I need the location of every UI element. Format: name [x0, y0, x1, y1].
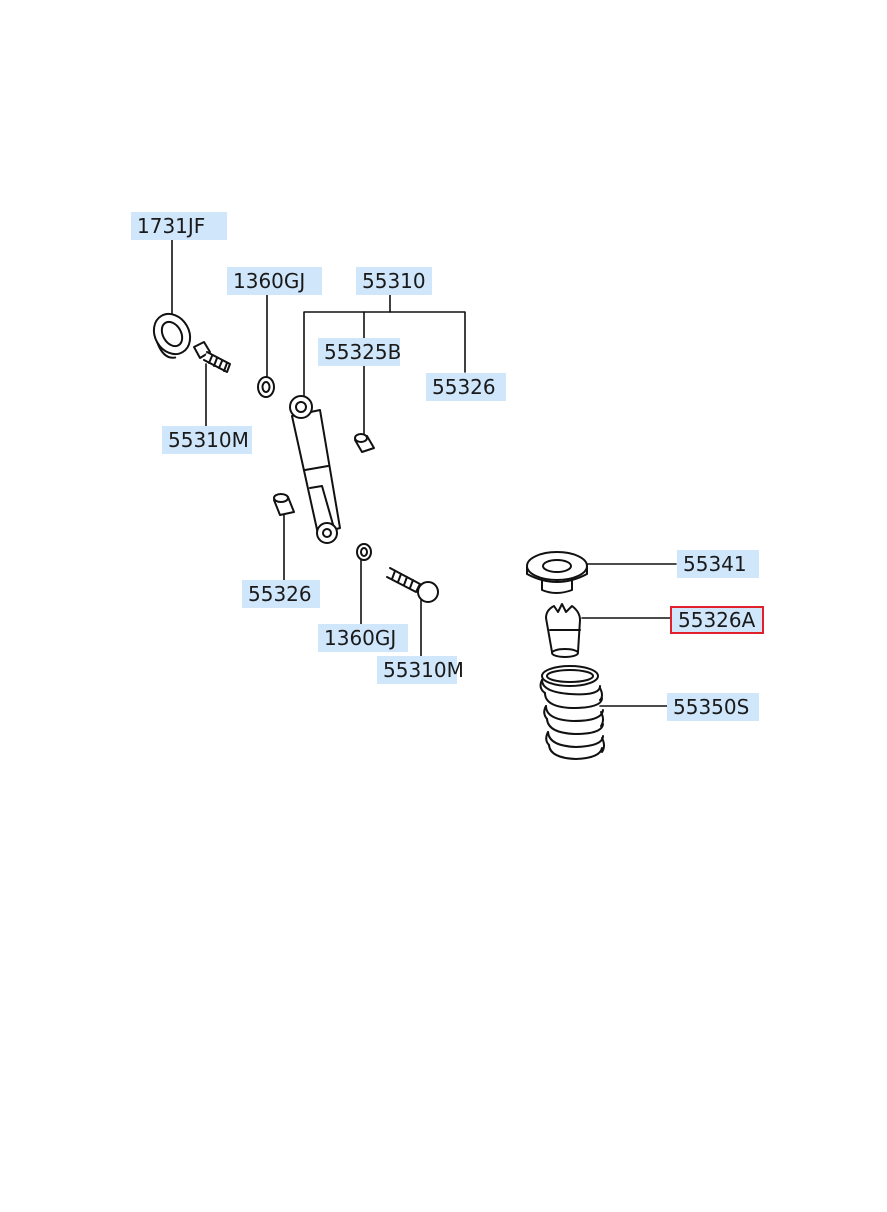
- nut-bottom-part: [356, 543, 372, 561]
- leader-55310-bracket: [303, 311, 466, 413]
- part-label-55326-left[interactable]: 55326: [242, 580, 320, 608]
- shock-absorber-part: [289, 395, 341, 544]
- bushing-left-part: [273, 493, 295, 516]
- bolt-top-part: [193, 341, 231, 373]
- leader-lines: [171, 239, 677, 707]
- coil-spring-part: [539, 665, 605, 760]
- part-label-55325B[interactable]: 55325B: [318, 338, 401, 366]
- part-label-1731JF[interactable]: 1731JF: [131, 212, 227, 240]
- part-label-55350S[interactable]: 55350S: [667, 693, 759, 721]
- part-label-1360GJ-top[interactable]: 1360GJ: [227, 267, 322, 295]
- bolt-bottom-part: [386, 567, 439, 603]
- part-label-55310M-top[interactable]: 55310M: [162, 426, 252, 454]
- part-label-55326A-highlighted[interactable]: 55326A: [670, 606, 764, 634]
- part-label-1360GJ-bottom[interactable]: 1360GJ: [318, 624, 408, 652]
- seal-ring-part: [152, 312, 192, 359]
- part-label-55341[interactable]: 55341: [677, 550, 759, 578]
- bump-stopper-part: [545, 603, 581, 658]
- part-label-55326-right[interactable]: 55326: [426, 373, 506, 401]
- part-label-55310M-bottom[interactable]: 55310M: [377, 656, 464, 684]
- part-label-55310[interactable]: 55310: [356, 267, 432, 295]
- nut-top-part: [257, 376, 275, 398]
- spring-seat-part: [526, 551, 588, 594]
- bushing-right-part: [354, 433, 375, 453]
